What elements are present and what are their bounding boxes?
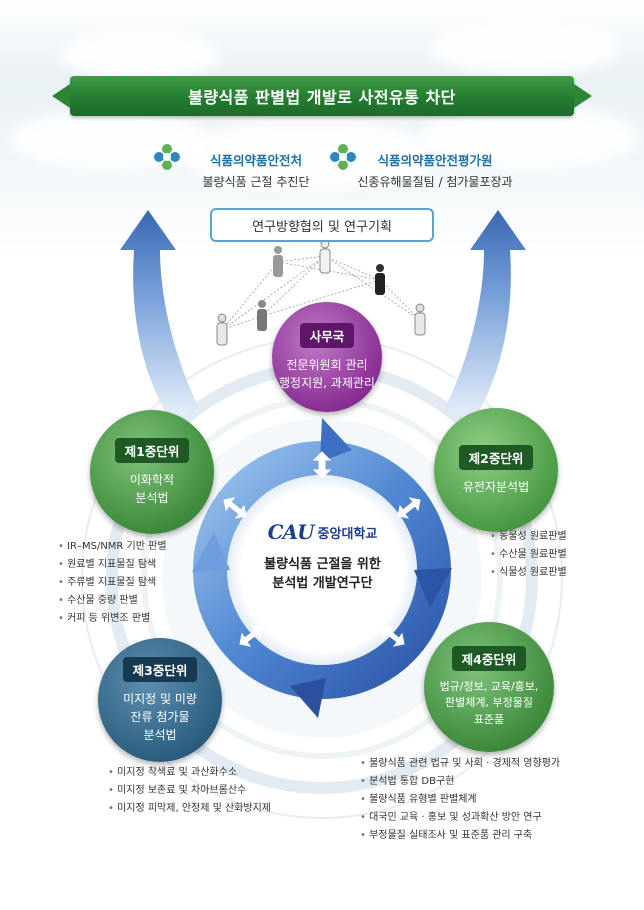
unit2-circle: 제2중단위 유전자분석법 — [434, 408, 558, 532]
left-up-arrow — [120, 210, 200, 420]
list-item: IR–MS/NMR 기반 판별 — [58, 538, 166, 556]
sky-background — [0, 0, 644, 260]
list-item: 부정물질 실태조사 및 표준품 관리 구축 — [360, 827, 560, 845]
title-banner: 불량식품 판별법 개발로 사전유통 차단 — [52, 76, 592, 116]
unit1-desc: 이화학적 분석법 — [130, 471, 174, 507]
center-title: 불량식품 근절을 위한 분석법 개발연구단 — [245, 556, 400, 594]
center-title-line: 분석법 개발연구단 — [272, 575, 373, 591]
double-arrow-top — [312, 451, 332, 479]
org-name: 식품의약품안전처 — [209, 153, 302, 168]
secretariat-desc: 전문위원회 관리 행정지원, 과제관리 — [279, 356, 375, 392]
desc-line: 표준품 — [473, 712, 505, 726]
unit3-tag: 제3중단위 — [122, 656, 198, 682]
center-title-line: 불량식품 근절을 위한 — [264, 557, 381, 572]
unit4-desc: 법규/정보, 교육/홍보, 판별체계, 부정물질 표준품 — [440, 679, 539, 729]
nifds-logo-icon — [330, 144, 356, 170]
list-item: 불량식품 유형별 판별체계 — [360, 791, 560, 809]
org-sub: 불량식품 근절 추진단 — [202, 175, 310, 189]
cau-logo-mark: CAU — [267, 520, 315, 544]
list-item: 분석법 통합 DB구현 — [360, 773, 560, 791]
list-item: 미지정 착색료 및 과산화수소 — [108, 764, 271, 782]
cycle-ring — [192, 418, 452, 718]
desc-line: 분석법 — [143, 727, 177, 742]
person-icons — [216, 239, 426, 346]
desc-line: 판별체계, 부정물질 — [445, 696, 533, 710]
list-item: 원료별 지표물질 탐색 — [58, 556, 167, 574]
desc-line: 분석법 — [135, 490, 169, 505]
cycle-arrowhead-right — [414, 568, 452, 608]
double-arrow-right — [397, 497, 421, 519]
right-up-arrow — [444, 210, 526, 420]
desc-line: 행정지원, 과제관리 — [279, 375, 375, 390]
desc-line: 잔류 첨가물 — [130, 709, 190, 724]
secretariat-circle: 사무국 전문위원회 관리 행정지원, 과제관리 — [272, 302, 382, 412]
org-mfds: 식품의약품안전처 불량식품 근절 추진단 — [186, 150, 326, 190]
cycle-arrowhead-top — [320, 418, 352, 462]
unit1-circle: 제1중단위 이화학적 분석법 — [90, 410, 214, 534]
list-item: 미지정 보존료 및 차아브롬산수 — [108, 782, 271, 800]
secretariat-tag: 사무국 — [299, 322, 355, 348]
person-icon — [257, 300, 267, 331]
person-icon — [414, 303, 426, 336]
person-icon — [375, 264, 385, 295]
org-nifds: 식품의약품안전평가원 신종유해물질팀 / 첨가물포장과 — [350, 150, 520, 190]
person-icon — [273, 246, 283, 277]
list-item: 미지정 피막제, 안정제 및 산화방지제 — [108, 800, 271, 818]
desc-line: 유전자분석법 — [462, 479, 530, 494]
cycle-arrowhead-left — [192, 532, 230, 572]
person-icon — [216, 313, 228, 346]
list-item: 불량식품 관련 법규 및 사회 · 경제적 영향평가 — [360, 755, 560, 773]
unit2-desc: 유전자분석법 — [463, 478, 529, 496]
unit1-tag: 제1중단위 — [114, 437, 190, 463]
planning-box: 연구방향협의 및 연구기획 — [210, 208, 434, 242]
list-item: 수산물 중량 판별 — [58, 592, 167, 610]
desc-line: 전문위원회 관리 — [286, 357, 368, 372]
unit3-desc: 미지정 및 미량 잔류 첨가물 분석법 — [123, 690, 197, 744]
unit4-circle: 제4중단위 법규/정보, 교육/홍보, 판별체계, 부정물질 표준품 — [424, 622, 554, 752]
org-sub: 신종유해물질팀 / 첨가물포장과 — [357, 175, 513, 189]
unit3-circle: 제3중단위 미지정 및 미량 잔류 첨가물 분석법 — [98, 638, 222, 762]
university-name: 중앙대학교 — [317, 526, 378, 542]
desc-line: 미지정 및 미량 — [123, 691, 197, 706]
list-item: 수산물 원료판별 — [490, 546, 567, 564]
mfds-logo-icon — [154, 144, 180, 170]
double-arrow-bottom-right — [381, 625, 405, 647]
list-item: 식물성 원료판별 — [490, 564, 567, 582]
list-item: 동물성 원료판별 — [490, 528, 567, 546]
person-icon — [319, 239, 331, 274]
unit2-items: 동물성 원료판별 수산물 원료판별 식물성 원료판별 — [490, 528, 567, 582]
banner-title: 불량식품 판별법 개발로 사전유통 차단 — [188, 88, 456, 107]
people-network — [221, 255, 421, 331]
unit2-tag: 제2중단위 — [458, 444, 534, 470]
list-item: 커피 등 위변조 판별 — [58, 610, 167, 628]
org-name: 식품의약품안전평가원 — [377, 153, 493, 168]
double-arrow-bottom-left — [239, 625, 263, 647]
unit3-items: 미지정 착색료 및 과산화수소 미지정 보존료 및 차아브롬산수 미지정 피막제… — [108, 764, 271, 818]
center-label: CAU 중앙대학교 불량식품 근절을 위한 분석법 개발연구단 — [245, 520, 400, 630]
desc-line: 법규/정보, 교육/홍보, — [439, 679, 539, 693]
planning-label: 연구방향협의 및 연구기획 — [252, 219, 392, 235]
unit1-items: IR–MS/NMR 기반 판별 원료별 지표물질 탐색 주류별 지표물질 탐색 … — [58, 538, 167, 628]
cau-logo: CAU 중앙대학교 — [245, 520, 400, 544]
unit4-items: 불량식품 관련 법규 및 사회 · 경제적 영향평가 분석법 통합 DB구현 불… — [360, 755, 560, 845]
double-arrow-left — [223, 497, 247, 519]
list-item: 대국민 교육 · 홍보 및 성과확산 방안 연구 — [360, 809, 560, 827]
unit4-tag: 제4중단위 — [451, 645, 527, 671]
list-item: 주류별 지표물질 탐색 — [58, 574, 167, 592]
cycle-arrowhead-bottom — [290, 678, 326, 718]
desc-line: 이화학적 — [129, 472, 175, 487]
